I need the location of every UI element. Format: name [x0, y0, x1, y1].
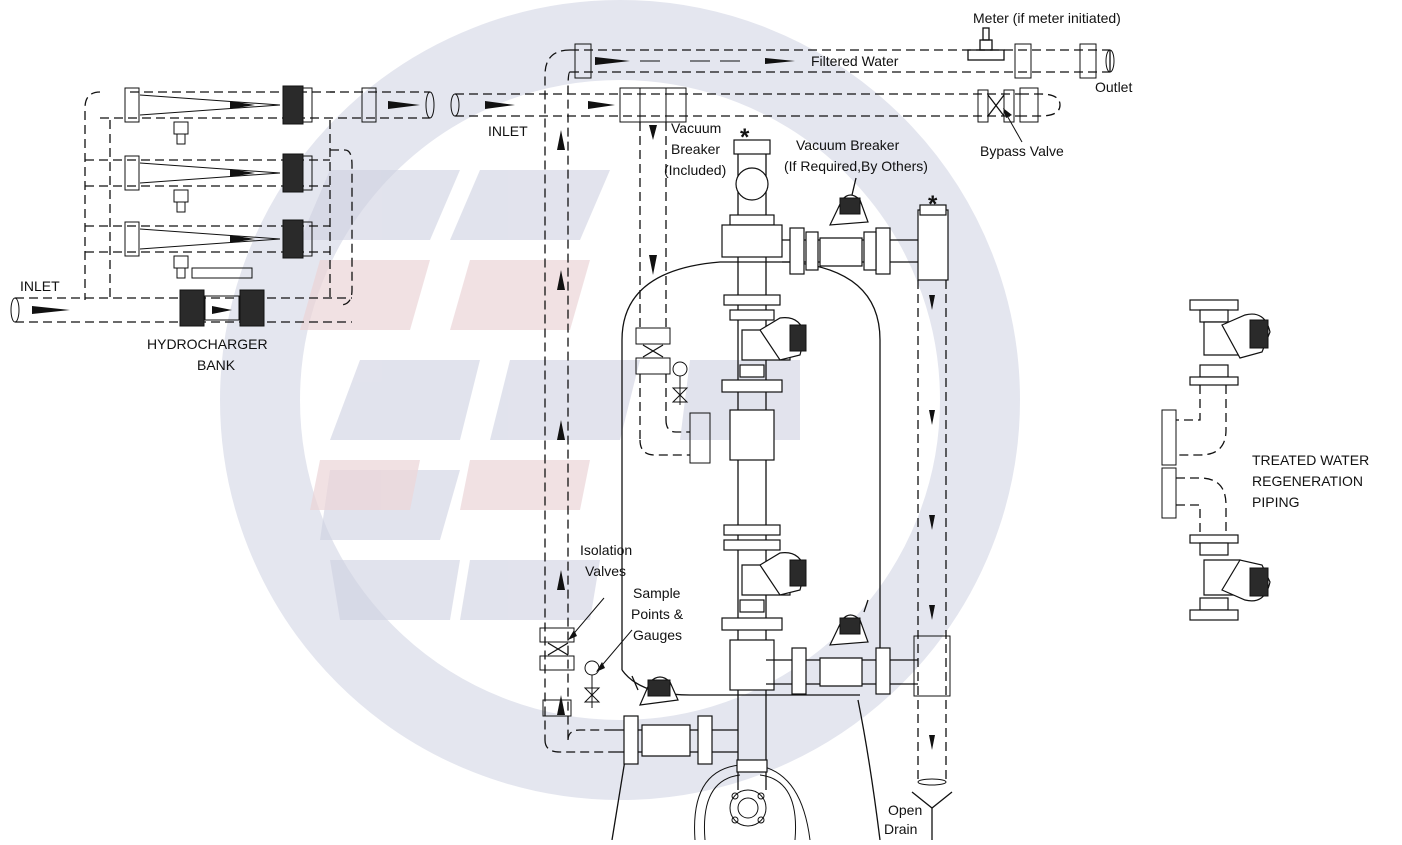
bypass-valve — [977, 89, 1023, 143]
vacuum-breaker-included-l3: (Included) — [664, 162, 726, 178]
outlet-label: Outlet — [1095, 79, 1132, 95]
asterisk-required: * — [928, 191, 938, 218]
inlet-top-label: INLET — [488, 123, 528, 139]
sample-points-l3: Gauges — [633, 627, 682, 643]
vacuum-breaker-included-l2: Breaker — [671, 141, 720, 157]
lower-right-valve-assembly — [766, 599, 918, 695]
hydrocharger-l2: BANK — [197, 357, 236, 373]
drain-line — [911, 280, 953, 840]
meter-label: Meter (if meter initiated) — [973, 10, 1121, 26]
vacuum-breaker-included-l1: Vacuum — [671, 120, 721, 136]
hydrocharger-l1: HYDROCHARGER — [147, 336, 268, 352]
treated-water-l3: PIPING — [1252, 494, 1299, 510]
watermark-logo — [220, 0, 1020, 800]
isolation-valves-l2: Valves — [585, 563, 626, 579]
inlet-line-top — [450, 87, 1061, 123]
isolation-valve — [539, 597, 633, 708]
downcomer — [635, 122, 711, 464]
open-drain-l1: Open — [888, 802, 922, 818]
middle-y-valve — [741, 317, 807, 361]
meter: Meter (if meter initiated) — [967, 10, 1121, 61]
vacuum-breaker-required-l2: (If Required,By Others) — [784, 158, 928, 174]
hydrocharger-bank — [10, 85, 435, 327]
central-header — [721, 139, 783, 790]
sample-points-l1: Sample — [633, 585, 681, 601]
isolation-valves-l1: Isolation — [580, 542, 632, 558]
bypass-valve-label: Bypass Valve — [980, 143, 1064, 159]
open-drain-l2: Drain — [884, 821, 917, 837]
inlet-left-label: INLET — [20, 278, 60, 294]
lower-y-valve — [741, 552, 807, 596]
asterisk-included: * — [740, 124, 750, 151]
treated-water-l1: TREATED WATER — [1252, 452, 1369, 468]
filtered-water-line — [544, 43, 1115, 740]
inlet-riser — [542, 130, 610, 753]
filtered-water-label: Filtered Water — [811, 53, 899, 69]
upper-valve-assembly — [782, 177, 949, 281]
vacuum-breaker-required-l1: Vacuum Breaker — [796, 137, 900, 153]
sample-points-l2: Points & — [631, 606, 684, 622]
treated-water-detail — [1161, 299, 1271, 621]
treated-water-l2: REGENERATION — [1252, 473, 1363, 489]
bottom-left-valve-assembly — [610, 675, 738, 765]
